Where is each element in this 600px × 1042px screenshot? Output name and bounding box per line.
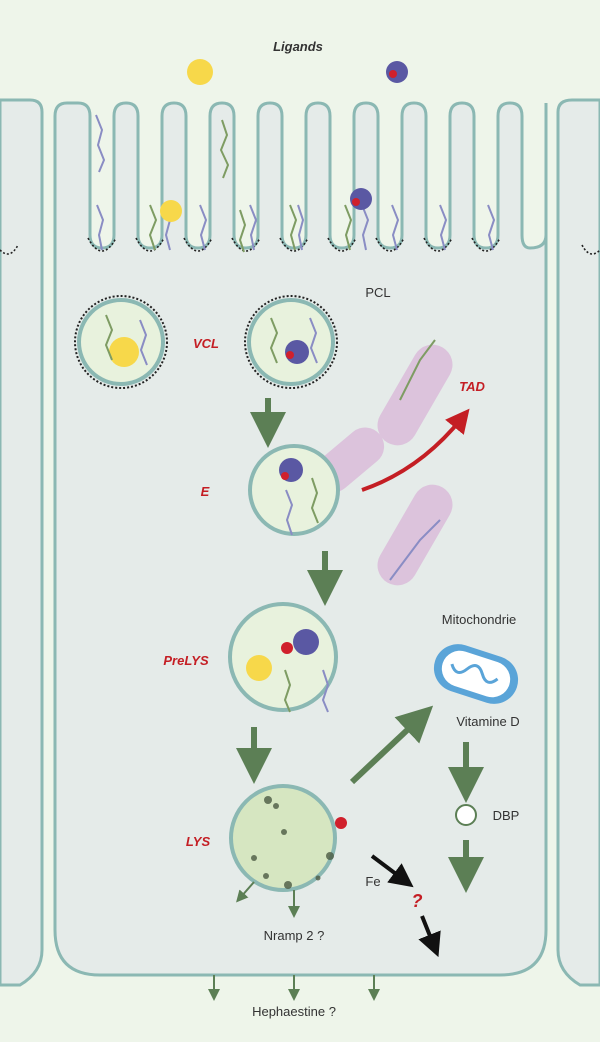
prelysosome <box>228 602 338 713</box>
arrow-fe-1 <box>370 854 414 888</box>
label-nramp: Nramp 2 ? <box>264 928 325 943</box>
dbp-circle <box>455 804 477 826</box>
label-tad: TAD <box>459 379 485 394</box>
label-endosome: E <box>201 484 210 499</box>
arrow-fe-2 <box>418 915 441 958</box>
label-question: ? <box>412 891 423 911</box>
ligand-red-dot <box>389 70 397 78</box>
title-ligands: Ligands <box>273 39 323 54</box>
arrow-lys-to-mito <box>349 705 434 785</box>
endosome <box>248 444 340 536</box>
label-lys: LYS <box>186 834 211 849</box>
tubule-upper <box>377 344 453 446</box>
membrane-receptors <box>95 114 496 253</box>
clathrin-coats <box>0 237 600 255</box>
label-mitochondrie: Mitochondrie <box>442 612 516 627</box>
label-fe: Fe <box>365 874 380 889</box>
arrow-lys-left <box>236 881 255 903</box>
ligand-yellow-bound <box>160 200 182 222</box>
arrow-to-tad <box>361 408 470 492</box>
right-neighbor-cell <box>556 98 600 987</box>
ligand-blue-bound <box>350 188 372 210</box>
label-vcl: VCL <box>193 336 219 351</box>
ligand-red-bound <box>352 198 360 206</box>
label-hephaestine: Hephaestine ? <box>252 1004 336 1019</box>
label-prelys: PreLYS <box>163 653 209 668</box>
label-dbp: DBP <box>493 808 520 823</box>
vcl-vesicle-left <box>74 295 168 389</box>
tubule-lower <box>377 484 453 586</box>
left-neighbor-cell <box>0 98 44 987</box>
label-pcl: PCL <box>365 285 390 300</box>
lysosome <box>229 784 347 892</box>
mitochondria-icon <box>433 644 519 704</box>
tubule-lower-receptor <box>389 519 441 581</box>
label-vitamine-d: Vitamine D <box>456 714 519 729</box>
ligand-yellow <box>187 59 213 85</box>
ligand-blue <box>386 61 408 83</box>
tubule-upper-receptor <box>399 339 436 401</box>
vcl-vesicle-right <box>244 295 338 389</box>
